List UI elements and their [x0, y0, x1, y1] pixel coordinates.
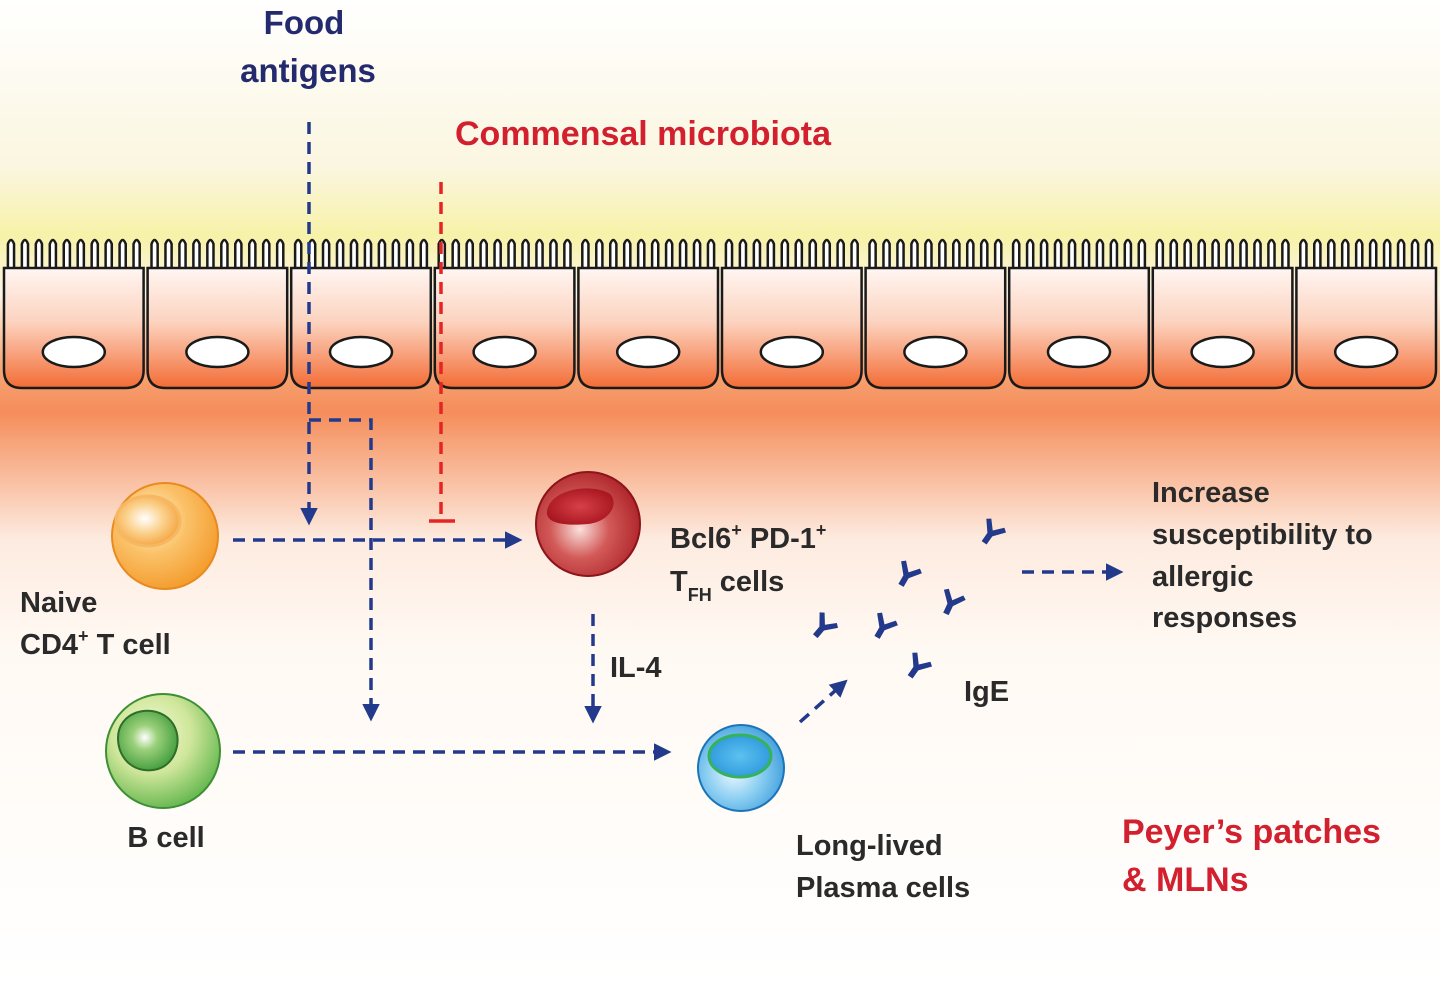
pathway-arrows	[233, 122, 1124, 761]
location-line2: & MLNs	[1122, 861, 1249, 899]
plasma-label-line2: Plasma cells	[796, 872, 970, 904]
il4-label: IL-4	[610, 652, 662, 684]
epithelial-cell-body	[1295, 266, 1438, 390]
epithelial-nucleus	[328, 335, 394, 369]
naive-label-line1: Naive	[20, 587, 97, 619]
epithelial-cell-body	[720, 266, 863, 390]
naive-label-line2: CD4+ T cell	[20, 626, 171, 661]
intestinal-epithelium	[2, 238, 1438, 390]
epithelial-cell	[864, 238, 1007, 390]
epithelial-nucleus	[903, 335, 968, 369]
tfh-label-line1: Bcl6+ PD-1+	[670, 520, 826, 555]
tfh-cell	[535, 471, 641, 577]
microvilli	[150, 238, 285, 268]
epithelial-cell-body	[577, 266, 720, 390]
epithelial-cell-body	[146, 266, 289, 390]
epithelial-cell-body	[2, 266, 145, 390]
outcome-line1: Increase	[1152, 477, 1270, 509]
epithelial-nucleus	[615, 335, 681, 369]
microvilli	[581, 238, 716, 268]
commensal-microbiota-label: Commensal microbiota	[455, 115, 832, 153]
microvilli	[293, 238, 429, 268]
epithelial-nucleus	[185, 335, 250, 369]
epithelial-nucleus	[1190, 335, 1255, 369]
microvilli	[1011, 238, 1147, 268]
microvilli	[724, 238, 859, 268]
epithelial-cell	[577, 238, 720, 390]
epithelial-cell-body	[1007, 266, 1151, 390]
epithelial-nucleus	[472, 335, 537, 369]
epithelial-cell	[1295, 238, 1438, 390]
ige-label: IgE	[964, 676, 1009, 708]
epithelial-cell	[289, 238, 433, 390]
plasma-cell	[697, 724, 785, 812]
naive-cd4-t-cell	[111, 482, 219, 590]
epithelial-nucleus	[759, 335, 825, 369]
epithelial-cell-body	[864, 266, 1007, 390]
epithelial-cell	[2, 238, 145, 390]
microvilli	[1155, 238, 1290, 268]
food-antigen-to-bcell-arrow	[309, 418, 380, 722]
epithelial-nucleus	[1046, 335, 1112, 369]
epithelial-cell	[1151, 238, 1294, 390]
epithelial-nucleus	[1333, 335, 1399, 369]
food-antigens-label-line2: antigens	[240, 52, 376, 89]
epithelial-cell	[1007, 238, 1151, 390]
epithelial-cell-body	[289, 266, 433, 390]
b-cell-label: B cell	[127, 822, 204, 854]
outcome-line4: responses	[1152, 602, 1297, 634]
microvilli	[6, 238, 141, 268]
epithelial-nucleus	[41, 335, 107, 369]
epithelial-cell-body	[433, 266, 576, 390]
location-line1: Peyer’s patches	[1122, 813, 1381, 851]
plasma-to-ige-arrow	[798, 679, 848, 724]
food-antigens-label-line1: Food	[264, 4, 345, 41]
epithelial-cell	[146, 238, 289, 390]
tfh-label-line2: TFH cells	[670, 566, 784, 605]
b-cell	[105, 693, 221, 809]
epithelial-cell-body	[1151, 266, 1294, 390]
epithelial-cell	[433, 238, 576, 390]
outcome-line3: allergic	[1152, 561, 1254, 593]
plasma-label-line1: Long-lived	[796, 830, 943, 862]
microvilli	[868, 238, 1003, 268]
epithelial-cell	[720, 238, 863, 390]
microvilli	[1299, 238, 1434, 268]
microvilli	[437, 238, 572, 268]
outcome-line2: susceptibility to	[1152, 519, 1373, 551]
